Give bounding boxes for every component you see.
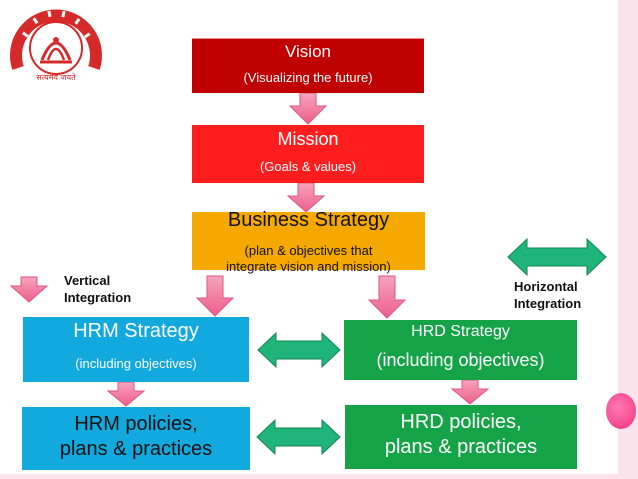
down-arrow-hrd-policies xyxy=(450,379,490,405)
hrd-strategy-title: HRD Strategy xyxy=(411,323,510,340)
mission-box: Mission (Goals & values) xyxy=(192,125,424,183)
hrd-policies-line-1: HRD policies, xyxy=(400,411,522,433)
down-arrow-hrm-policies xyxy=(106,381,146,407)
down-arrow-business-hrm xyxy=(195,275,235,317)
hrd-policies-line-2: plans & practices xyxy=(384,436,538,458)
vision-title: Vision xyxy=(285,42,331,61)
mission-subtitle: (Goals & values) xyxy=(259,159,357,174)
business-strategy-title: Business Strategy xyxy=(227,209,390,231)
down-arrow-mission-business xyxy=(286,182,326,213)
legend-horizontal-arrow-icon xyxy=(507,237,607,277)
logo-motto: सत्यमेव जयते xyxy=(36,72,76,82)
university-logo: सत्यमेव जयते xyxy=(10,9,102,82)
hrd-strategy-subtitle: (including objectives) xyxy=(376,350,545,370)
hrm-policies-line-1: HRM policies, xyxy=(74,413,198,435)
legend-vertical-line-2: Integration xyxy=(64,290,132,305)
double-arrow-strategy-icon xyxy=(257,331,341,369)
hrd-policies-box: HRD policies, plans & practices xyxy=(345,405,577,469)
hrm-strategy-box: HRM Strategy (including objectives) xyxy=(23,317,249,382)
legend-horizontal-line-1: Horizontal xyxy=(514,279,578,294)
legend-vertical-line-1: Vertical xyxy=(64,273,111,288)
business-strategy-subtitle-1: (plan & objectives that xyxy=(244,243,373,258)
slide-frame-right xyxy=(618,0,638,479)
legend-vertical-arrow-icon xyxy=(9,276,49,303)
vision-box: Vision (Visualizing the future) xyxy=(192,38,424,93)
hrm-policies-box: HRM policies, plans & practices xyxy=(22,407,250,470)
decorative-circle xyxy=(606,393,636,429)
vision-subtitle: (Visualizing the future) xyxy=(243,70,373,85)
hrm-strategy-title: HRM Strategy xyxy=(73,320,199,342)
slide-frame-bottom xyxy=(0,474,638,479)
business-strategy-box: Business Strategy (plan & objectives tha… xyxy=(203,209,425,274)
down-arrow-vision-mission xyxy=(288,92,328,125)
mission-title: Mission xyxy=(277,129,339,149)
hrd-strategy-box: HRD Strategy (including objectives) xyxy=(344,320,577,380)
legend-vertical-label: Vertical Integration xyxy=(64,272,131,306)
hrm-strategy-subtitle: (including objectives) xyxy=(75,356,197,371)
double-arrow-policies-icon xyxy=(256,418,341,456)
legend-horizontal-label: Horizontal Integration xyxy=(514,278,581,312)
business-strategy-subtitle-2: integrate vision and mission) xyxy=(226,259,391,274)
legend-horizontal-line-2: Integration xyxy=(514,296,582,311)
hrm-policies-line-2: plans & practices xyxy=(59,438,213,460)
down-arrow-business-hrd xyxy=(367,275,407,319)
